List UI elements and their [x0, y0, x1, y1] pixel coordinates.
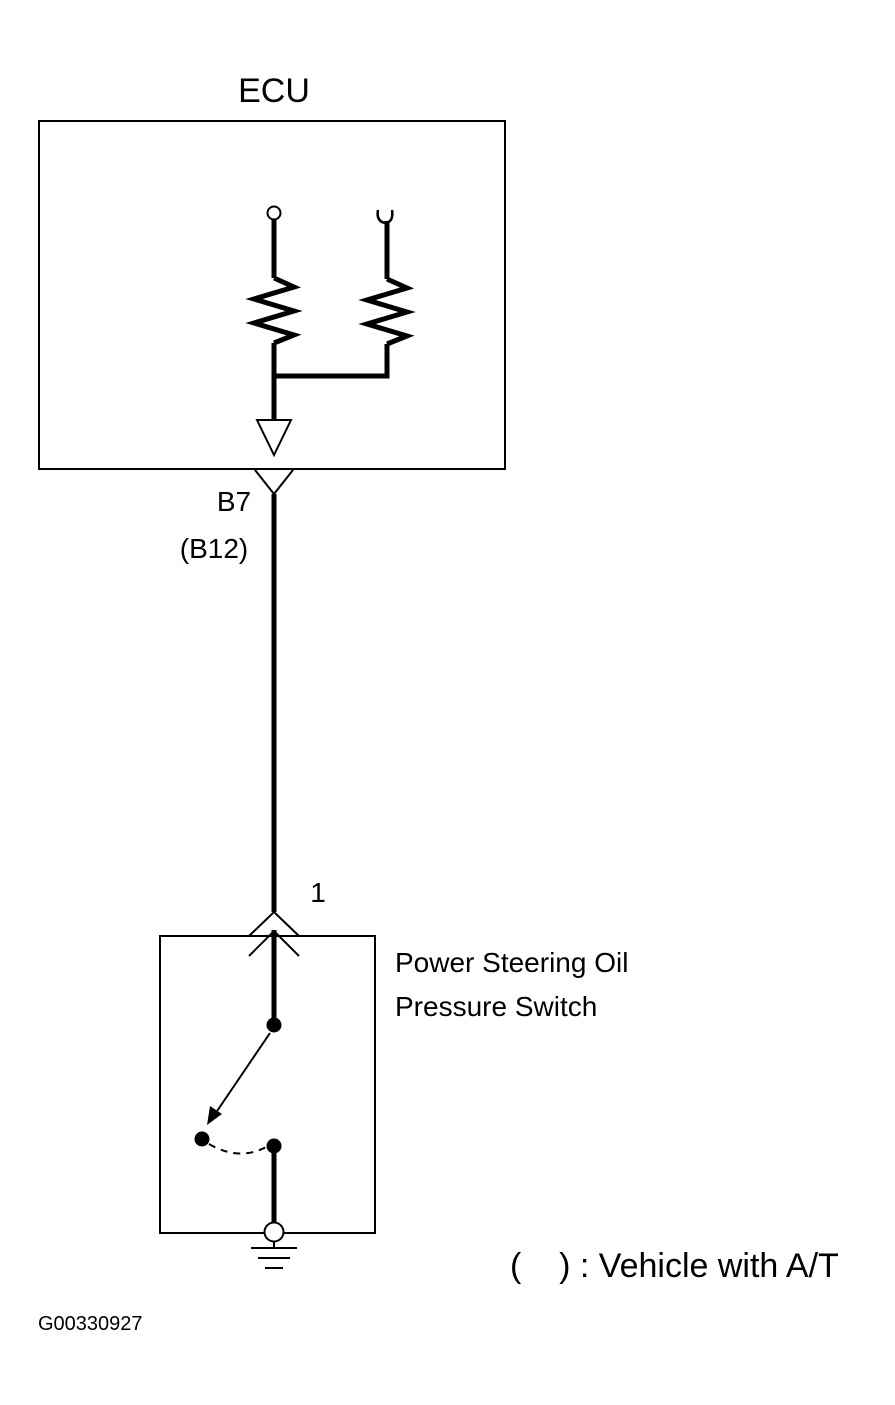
switch-label-line1: Power Steering Oil — [395, 947, 628, 978]
switch-dashed-travel-path — [208, 1143, 269, 1155]
resistor-left — [245, 275, 303, 346]
ecu-connector-female-icon — [254, 469, 294, 496]
legend-note: ( ) : Vehicle with A/T — [510, 1247, 839, 1285]
ecu-ground-triangle-icon — [255, 419, 293, 458]
switch-blade — [212, 1032, 271, 1118]
switch-connector-pin: 1 — [310, 877, 326, 908]
switch-moving-contact — [194, 1131, 210, 1147]
switch-connector-male-icon — [248, 910, 300, 937]
ecu-wire-right-junction — [274, 344, 390, 379]
ecu-connector-pin-at: (B12) — [180, 533, 248, 564]
ecu-terminal-open-circle — [266, 205, 282, 221]
switch-label-line2: Pressure Switch — [395, 991, 597, 1022]
switch-box — [159, 935, 376, 1234]
resistor-right — [358, 276, 416, 347]
ecu-label: ECU — [238, 72, 310, 110]
ground-terminal-circle — [263, 1221, 285, 1243]
switch-blade-arrowhead-icon — [207, 1106, 222, 1125]
ecu-connector-pin: B7 — [217, 486, 251, 517]
ecu-box — [38, 120, 506, 470]
switch-pivot-contact — [266, 1017, 282, 1033]
figure-id: G00330927 — [38, 1313, 143, 1335]
